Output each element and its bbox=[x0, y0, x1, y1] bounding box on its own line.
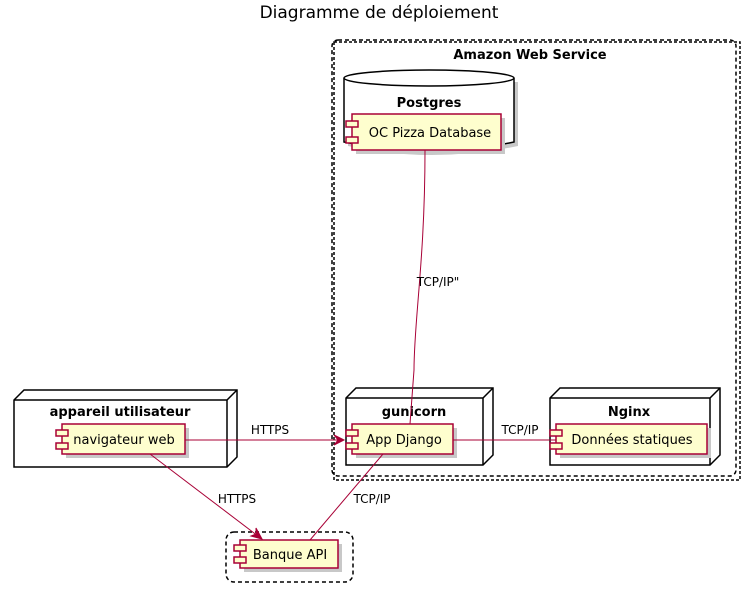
static-files-component[interactable]: Données statiques bbox=[549, 423, 711, 458]
edge-django-static-label: TCP/IP bbox=[500, 423, 538, 437]
edge-database-django-label: TCP/IP" bbox=[416, 275, 460, 289]
postgres-label: Postgres bbox=[397, 96, 462, 111]
edge-django-bank bbox=[309, 453, 384, 541]
browser-label: navigateur web bbox=[73, 433, 174, 448]
edges: TCP/IP" HTTPS TCP/IP HTTPS TCP/IP bbox=[149, 149, 556, 541]
database-label: OC Pizza Database bbox=[369, 126, 491, 141]
arrow-head-icon bbox=[249, 527, 264, 540]
django-label: App Django bbox=[366, 433, 442, 448]
nginx-label: Nginx bbox=[608, 405, 651, 420]
static-files-label: Données statiques bbox=[571, 433, 692, 448]
browser-component[interactable]: navigateur web bbox=[55, 423, 189, 458]
edge-browser-django-label: HTTPS bbox=[251, 423, 289, 437]
database-component[interactable]: OC Pizza Database bbox=[345, 113, 505, 154]
gunicorn-label: gunicorn bbox=[382, 405, 447, 420]
bank-api-label: Banque API bbox=[253, 548, 327, 563]
arrow-head-icon bbox=[333, 434, 346, 446]
django-component[interactable]: App Django bbox=[345, 423, 457, 458]
edge-browser-bank bbox=[149, 453, 259, 537]
aws-label: Amazon Web Service bbox=[453, 48, 606, 63]
edge-database-django bbox=[409, 149, 426, 425]
edge-django-bank-label: TCP/IP bbox=[352, 492, 390, 506]
user-device-label: appareil utilisateur bbox=[50, 405, 191, 420]
bank-api-component[interactable]: Banque API bbox=[233, 539, 342, 572]
diagram-title: Diagramme de déploiement bbox=[260, 3, 499, 23]
edge-browser-bank-label: HTTPS bbox=[218, 492, 256, 506]
